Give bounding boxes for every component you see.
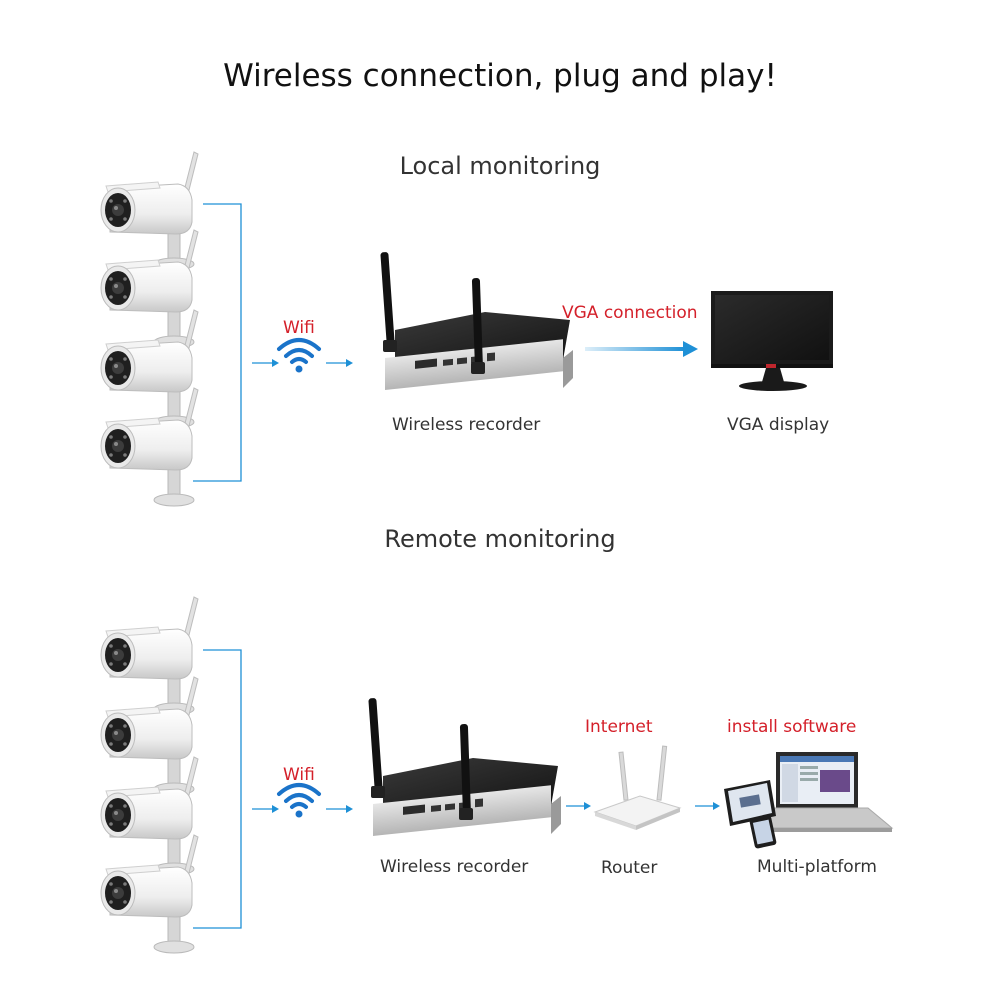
vga-arrow bbox=[585, 341, 698, 357]
remote-cameras bbox=[100, 596, 199, 954]
phone-icon bbox=[749, 815, 777, 849]
camera-icon bbox=[100, 309, 199, 429]
wifi-icon bbox=[277, 783, 321, 820]
vga-display-label: VGA display bbox=[727, 415, 830, 435]
multi-platform-label: Multi-platform bbox=[757, 857, 877, 877]
camera-icon bbox=[100, 756, 199, 876]
remote-wifi-label: Wifi bbox=[283, 765, 315, 785]
camera-icon bbox=[100, 229, 199, 349]
local-bracket bbox=[193, 203, 242, 482]
recorder-icon bbox=[368, 697, 561, 836]
wifi-icon bbox=[277, 338, 321, 375]
camera-icon bbox=[100, 834, 199, 954]
camera-icon bbox=[100, 151, 199, 271]
remote-recorder-label: Wireless recorder bbox=[380, 857, 529, 877]
remote-heading: Remote monitoring bbox=[384, 525, 616, 553]
local-cameras bbox=[100, 151, 199, 507]
monitor-icon bbox=[711, 291, 833, 391]
install-software-label: install software bbox=[727, 717, 857, 737]
router-icon bbox=[593, 745, 682, 830]
local-recorder-label: Wireless recorder bbox=[392, 415, 541, 435]
tablet-icon bbox=[724, 780, 776, 826]
vga-connection-label: VGA connection bbox=[562, 303, 698, 323]
laptop-icon bbox=[751, 752, 894, 832]
page-title: Wireless connection, plug and play! bbox=[223, 58, 777, 94]
camera-icon bbox=[100, 596, 199, 716]
recorder-icon bbox=[380, 251, 573, 390]
local-arrows bbox=[252, 359, 353, 367]
local-heading: Local monitoring bbox=[399, 152, 601, 180]
camera-icon bbox=[100, 387, 199, 507]
local-wifi-label: Wifi bbox=[283, 318, 315, 338]
internet-label: Internet bbox=[585, 717, 653, 737]
router-label: Router bbox=[601, 858, 658, 878]
remote-bracket bbox=[193, 649, 242, 929]
camera-icon bbox=[100, 676, 199, 796]
remote-arrows bbox=[252, 802, 720, 813]
